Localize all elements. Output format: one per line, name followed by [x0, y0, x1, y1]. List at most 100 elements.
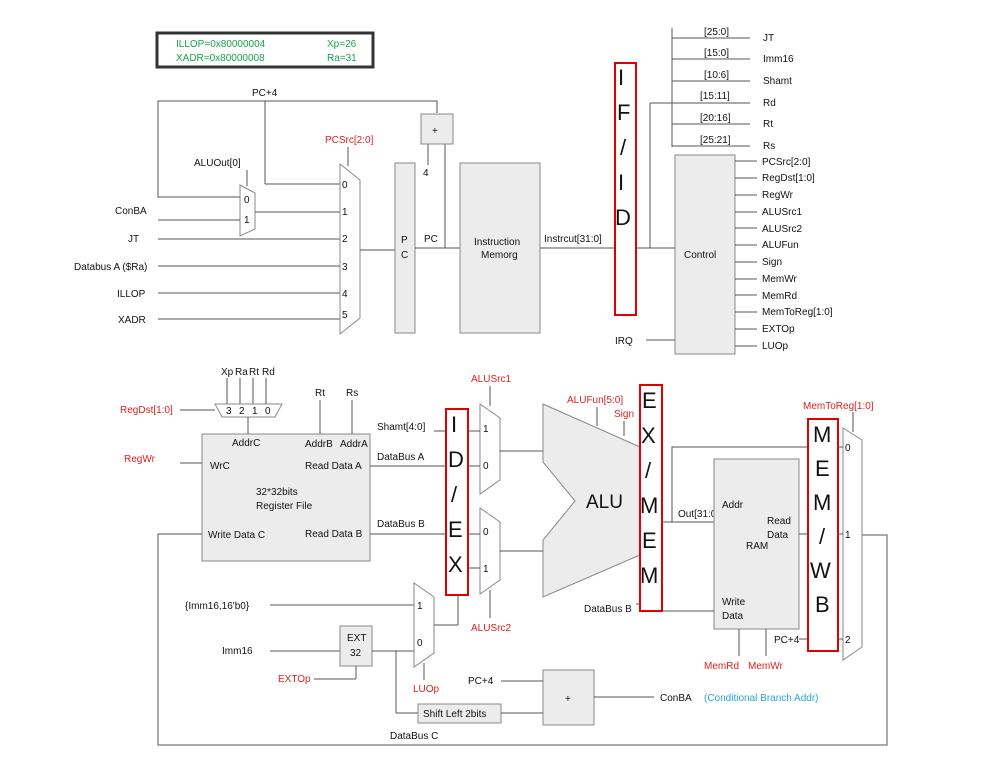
- pc-out-label: PC: [424, 234, 438, 245]
- conba-input: ConBA: [115, 206, 147, 217]
- if-id-char-4: D: [615, 205, 631, 230]
- field-name-rt: Rt: [763, 119, 773, 130]
- write-c-port: Write Data C: [208, 530, 265, 541]
- mem-wb-char-0: M: [813, 422, 831, 447]
- pc-register-c: C: [401, 250, 408, 261]
- databus-c-label: DataBus C: [390, 731, 438, 742]
- regdst-mux: [214, 403, 283, 418]
- id-ex-char-0: I: [451, 412, 457, 437]
- data-memory: [713, 458, 800, 630]
- read-b-port: Read Data B: [305, 529, 363, 540]
- regdst-in-ra: Ra: [235, 367, 248, 378]
- conba-output-label: ConBA: [660, 693, 692, 704]
- branch-address-block: Shift Left 2bits PC+4 + ConBA (Condition…: [417, 669, 819, 726]
- pc-adder-plus: +: [432, 126, 438, 137]
- control-label: Control: [684, 250, 716, 261]
- pc-register-p: P: [401, 235, 408, 246]
- regdst-in-rd: Rd: [262, 367, 275, 378]
- pcsrc-label: PCSrc[2:0]: [325, 135, 374, 146]
- luop-mux: [413, 582, 435, 668]
- ram-write-data-2: Data: [722, 611, 744, 622]
- pcsrc-in-1: 1: [342, 207, 348, 218]
- branch-select-mux: [239, 184, 256, 237]
- luop-signal: LUOp: [413, 684, 440, 695]
- addrc-port: AddrC: [232, 438, 260, 449]
- ram-label: RAM: [746, 541, 768, 552]
- alusrc1-in-0: 0: [483, 461, 489, 472]
- branch-adder: [542, 669, 595, 726]
- mem-wb-char-1: E: [815, 456, 830, 481]
- pc-plus4-wb-label: PC+4: [774, 635, 800, 646]
- signal-alusrc1: ALUSrc1: [762, 207, 802, 218]
- if-id-char-3: I: [618, 170, 624, 195]
- constants-box: ILLOP=0x80000004 XADR=0x80000008 Xp=26 R…: [155, 31, 375, 69]
- alu-label: ALU: [586, 492, 623, 513]
- mem-wb-char-5: B: [815, 592, 830, 617]
- read-a-port: Read Data A: [305, 461, 362, 472]
- branch-adder-plus: +: [565, 694, 571, 705]
- field-name-shamt: Shamt: [763, 76, 792, 87]
- shift-left-label: Shift Left 2bits: [423, 709, 486, 720]
- rt-label: Rt: [315, 388, 325, 399]
- ex-mem-char-3: M: [640, 493, 658, 518]
- execute-stage: I D / E X Shamt[4:0] DataBus A DataBus B…: [185, 374, 641, 714]
- pcsrc-in-0: 0: [342, 180, 348, 191]
- ra-const: Ra=31: [327, 53, 357, 64]
- pc-plus4-label: PC+4: [252, 88, 278, 99]
- if-id-char-0: I: [618, 65, 624, 90]
- mem-wb-char-4: W: [810, 558, 831, 583]
- pcsrc-in-2: 2: [342, 234, 348, 245]
- illop-input: ILLOP: [117, 289, 146, 300]
- signal-extop: EXTOp: [762, 324, 795, 335]
- signal-luop: LUOp: [762, 341, 789, 352]
- field-name-jt: JT: [763, 33, 774, 44]
- xadr-const: XADR=0x80000008: [176, 53, 265, 64]
- instruction-memory: [459, 162, 541, 334]
- control-signal-lines: [735, 160, 757, 347]
- shamt-bus-label: Shamt[4:0]: [377, 422, 426, 433]
- regdst-in-rt: Rt: [249, 367, 259, 378]
- pc-adder: [420, 113, 454, 145]
- irq-label: IRQ: [615, 336, 633, 347]
- ex-mem-char-5: M: [640, 563, 658, 588]
- id-ex-register: [445, 408, 469, 596]
- signal-pcsrc: PCSrc[2:0]: [762, 157, 811, 168]
- ex-mem-char-0: E: [642, 388, 657, 413]
- pc-plus4-branch-label: PC+4: [468, 676, 494, 687]
- imem-label-line1: Instruction: [474, 237, 520, 248]
- regdst-signal: RegDst[1:0]: [120, 405, 173, 416]
- writeback-mux: [842, 427, 863, 661]
- mem-wb-register: [807, 418, 839, 652]
- alusrc1-in-1: 1: [483, 424, 489, 435]
- pc-register: [394, 162, 416, 334]
- pcsrc-in-3: 3: [342, 262, 348, 273]
- databus-a-label: DataBus A: [377, 452, 425, 463]
- wb-in-0: 0: [845, 443, 851, 454]
- xadr-input: XADR: [118, 315, 146, 326]
- luop-in-0: 0: [417, 638, 423, 649]
- id-ex-char-2: /: [451, 482, 458, 507]
- alufun-signal: ALUFun[5:0]: [567, 395, 623, 406]
- mem-wb-char-3: /: [819, 524, 826, 549]
- field-bits-imm16: [15:0]: [704, 48, 729, 59]
- decode-stage: I F / I D [25:0] JT [15:0] Imm16 [10:6] …: [614, 27, 833, 355]
- regwr-signal: RegWr: [124, 454, 156, 465]
- alusrc2-signal: ALUSrc2: [471, 623, 511, 634]
- instruction-bus-label: Instrcut[31:0]: [544, 234, 602, 245]
- ext-label-line1: EXT: [347, 633, 366, 644]
- signal-alufun: ALUFun: [762, 240, 799, 251]
- memrd-signal: MemRd: [704, 661, 739, 672]
- rs-label: Rs: [346, 388, 358, 399]
- register-file-block: Xp Ra Rt Rd 3 2 1 0 RegDst[1:0] Rt Rs Ad…: [120, 367, 888, 746]
- if-id-char-1: F: [617, 100, 630, 125]
- alu-out-label: Out[31:0]: [678, 509, 719, 520]
- conba-note: (Conditional Branch Addr): [704, 693, 819, 704]
- wb-in-2: 2: [845, 635, 851, 646]
- signal-sign: Sign: [762, 257, 782, 268]
- ext-label-line2: 32: [350, 648, 362, 659]
- regdst-sel-1: 1: [252, 406, 258, 417]
- field-bits-shamt: [10:6]: [704, 70, 729, 81]
- signal-regwr: RegWr: [762, 190, 794, 201]
- aluout0-label: ALUOut[0]: [194, 158, 241, 169]
- signal-memrd: MemRd: [762, 291, 797, 302]
